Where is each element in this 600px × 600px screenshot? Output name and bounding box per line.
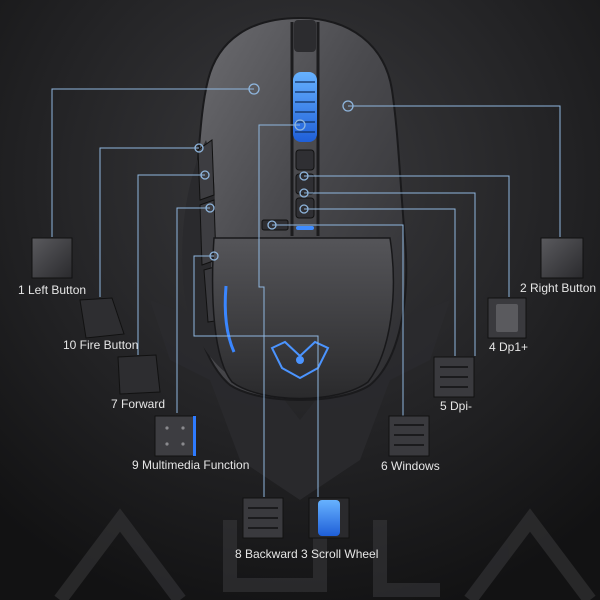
watermark-logo bbox=[54, 508, 596, 600]
label-backward-scroll: 8 Backward 3 Scroll Wheel bbox=[235, 547, 378, 561]
thumb-multimedia-accent bbox=[193, 416, 196, 456]
side-led bbox=[223, 285, 236, 353]
thumb-multimedia bbox=[154, 415, 196, 457]
label-multimedia: 9 Multimedia Function bbox=[132, 458, 249, 472]
callout-lines bbox=[51, 88, 561, 497]
thumb-scroll-wheel-blue bbox=[318, 500, 340, 536]
center-led bbox=[296, 226, 314, 230]
label-forward: 7 Forward bbox=[111, 397, 165, 411]
center-button-b bbox=[295, 173, 315, 195]
label-dpi-plus: 4 Dp1+ bbox=[489, 340, 528, 354]
label-right-button: 2 Right Button bbox=[520, 281, 596, 295]
thumb-right-button bbox=[540, 237, 584, 279]
callout-dots bbox=[194, 83, 354, 261]
cable-notch bbox=[294, 20, 316, 52]
thumb-backward-ridges bbox=[248, 507, 278, 529]
label-fire-button: 10 Fire Button bbox=[63, 338, 138, 352]
label-dpi-minus: 5 Dpi- bbox=[440, 399, 472, 413]
thumb-dpi-minus-ridges bbox=[440, 366, 468, 388]
scroll-wheel-ridges bbox=[295, 81, 315, 133]
brand-logo-icon bbox=[270, 340, 330, 380]
center-button-a bbox=[295, 149, 315, 171]
thumb-windows-ridges bbox=[394, 424, 424, 446]
mouse-image bbox=[182, 16, 408, 401]
label-windows: 6 Windows bbox=[381, 459, 440, 473]
side-button-upper bbox=[197, 139, 215, 201]
mouse-palm bbox=[211, 237, 395, 400]
watermark-text: AULA bbox=[287, 590, 313, 600]
thumb-fire-button bbox=[79, 297, 125, 339]
labels: 1 Left Button 2 Right Button 10 Fire But… bbox=[18, 281, 596, 561]
thumb-left-button bbox=[31, 237, 73, 279]
button-thumbnails bbox=[31, 237, 584, 539]
thumb-forward bbox=[117, 354, 161, 395]
center-button-c bbox=[295, 197, 315, 219]
label-left-button: 1 Left Button bbox=[18, 283, 86, 297]
thumb-multimedia-dots bbox=[165, 426, 185, 446]
thumb-dpi-plus-inner bbox=[496, 304, 518, 332]
